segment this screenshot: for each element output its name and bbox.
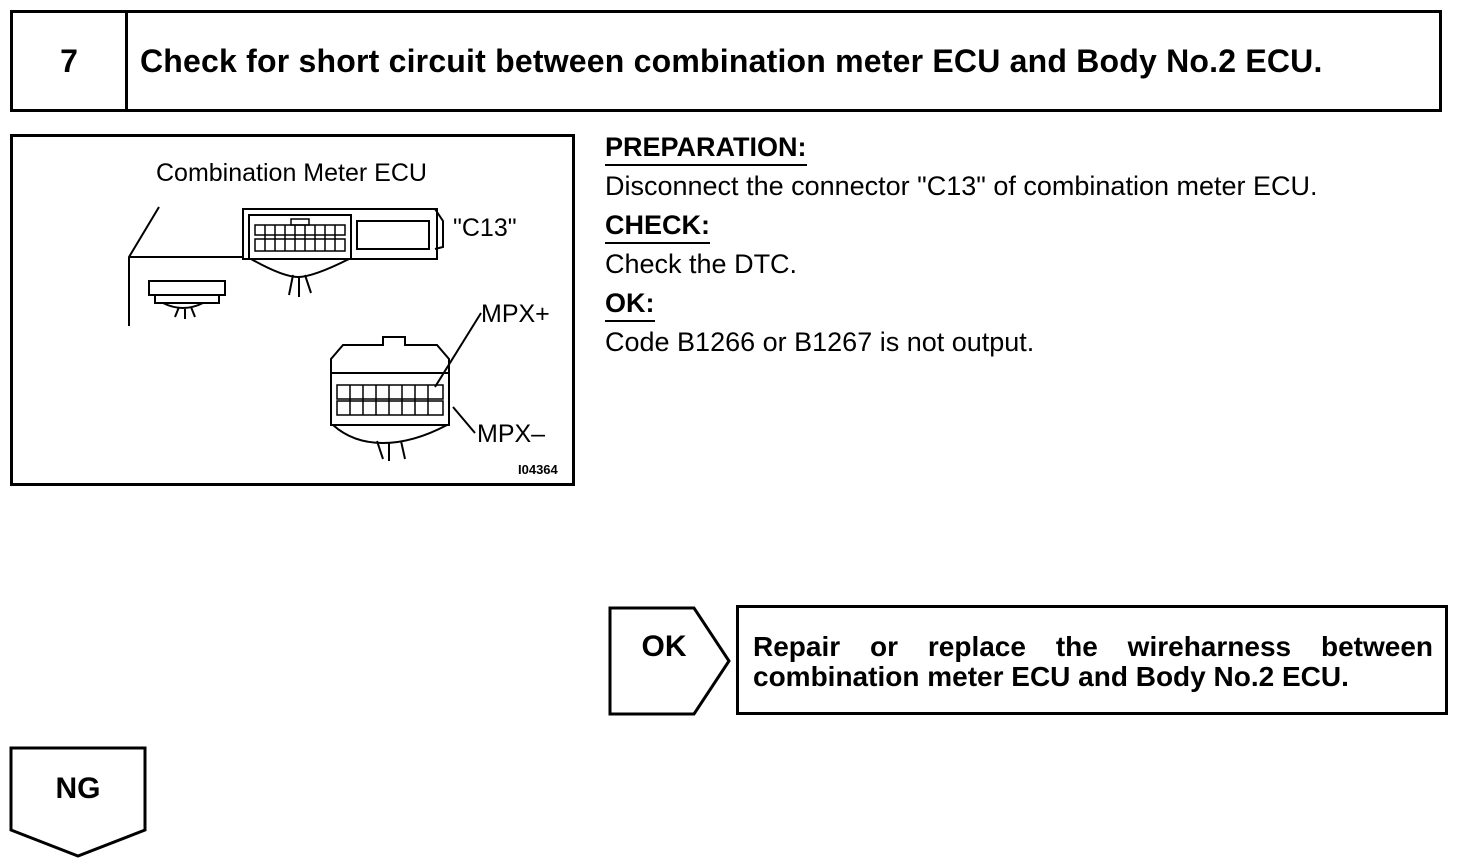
- preparation-heading: PREPARATION:: [605, 130, 807, 166]
- ok-arrow-tag: [608, 606, 731, 716]
- preparation-text: Disconnect the connector "C13" of combin…: [605, 171, 1318, 201]
- ng-label: NG: [55, 772, 101, 805]
- illustration-code: I04364: [518, 462, 558, 477]
- connector-illustration: Combination Meter ECU "C13" MPX+ MPX– I0…: [10, 134, 575, 486]
- ok-heading: OK:: [605, 286, 655, 322]
- ecu-title: Combination Meter ECU: [156, 159, 427, 187]
- ok-result-box: Repair or replace the wireharness betwee…: [736, 605, 1448, 715]
- terminal-minus-label: MPX–: [477, 420, 546, 448]
- step-title: Check for short circuit between combinat…: [140, 42, 1323, 79]
- ok-text: Code B1266 or B1267 is not output.: [605, 327, 1035, 357]
- ok-result-line1: Repair or replace the wireharness betwee…: [753, 631, 1433, 662]
- terminal-plus-label: MPX+: [481, 300, 550, 328]
- ok-result-line2: combination meter ECU and Body No.2 ECU.: [753, 661, 1349, 692]
- connector-label: "C13": [453, 214, 517, 242]
- instructions: PREPARATION: Disconnect the connector "C…: [605, 128, 1455, 362]
- check-text: Check the DTC.: [605, 249, 798, 279]
- step-header: 7 Check for short circuit between combin…: [10, 10, 1442, 112]
- check-heading: CHECK:: [605, 208, 710, 244]
- ok-label: OK: [641, 630, 687, 663]
- ng-arrow-tag: [9, 746, 147, 858]
- step-number: 7: [13, 13, 128, 109]
- connector-drawing: [128, 206, 482, 461]
